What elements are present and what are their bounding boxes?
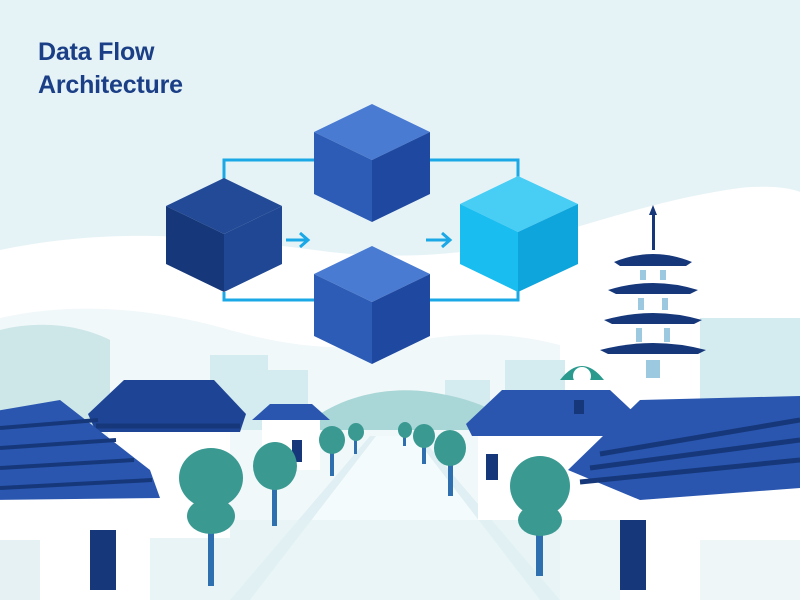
tree-icon bbox=[179, 448, 243, 586]
pagoda-icon bbox=[600, 205, 706, 378]
node-destination-cube bbox=[460, 176, 578, 292]
flow-arrow-icon bbox=[286, 231, 311, 249]
flow-arrow-icon bbox=[426, 231, 453, 249]
node-source-cube bbox=[166, 178, 282, 292]
title-line-1: Data Flow bbox=[38, 38, 155, 66]
title-line-2: Architecture bbox=[38, 71, 183, 99]
page-title: Data Flow Architecture bbox=[38, 36, 183, 102]
distant-green-hill bbox=[300, 390, 520, 430]
node-process-top-cube bbox=[314, 104, 430, 222]
tree-icon bbox=[434, 430, 466, 496]
hanok-house-icon bbox=[560, 366, 604, 385]
hanok-house-icon bbox=[0, 400, 160, 600]
hanok-house-icon bbox=[568, 396, 800, 600]
tree-icon bbox=[319, 426, 345, 476]
tree-icon bbox=[510, 456, 570, 576]
data-flow-diagram bbox=[166, 104, 578, 364]
edge-source-to-bottom bbox=[222, 292, 318, 302]
tree-icon bbox=[398, 422, 412, 446]
tree-icon bbox=[348, 423, 364, 454]
node-process-bottom-cube bbox=[314, 246, 430, 364]
tree-icon bbox=[413, 424, 435, 464]
distant-green-hill bbox=[0, 324, 110, 430]
tree-icon bbox=[253, 442, 297, 526]
